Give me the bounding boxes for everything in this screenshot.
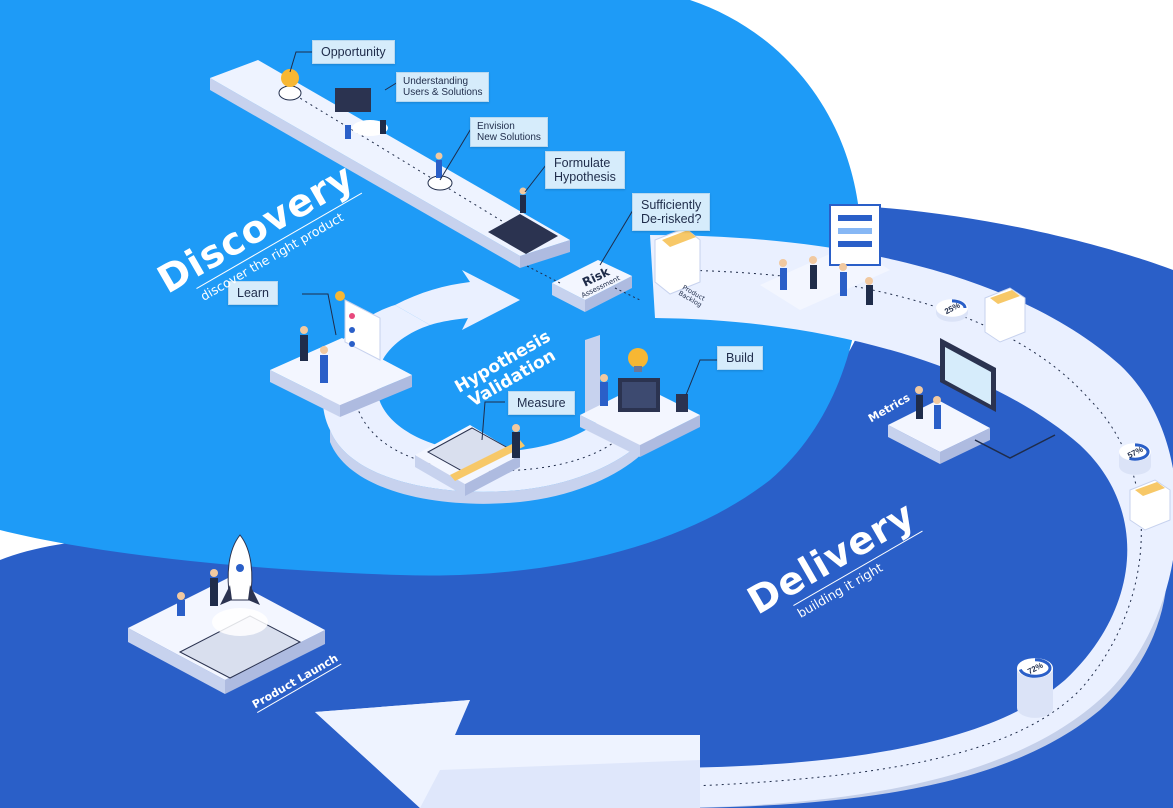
build-platform xyxy=(580,348,700,457)
progress-markers: 25% 57% 72% xyxy=(936,299,1151,718)
delivery-arc xyxy=(469,235,1173,808)
label-learn: Learn xyxy=(228,281,278,305)
metrics-platform xyxy=(888,338,1056,464)
progress-disc-top xyxy=(1017,658,1053,678)
progress-disc: 25% xyxy=(936,299,968,322)
return-arrow xyxy=(315,700,700,808)
understanding-team xyxy=(335,88,388,139)
progress-disc: 57% xyxy=(1119,443,1151,475)
progress-disc: 72% xyxy=(1017,658,1053,718)
delivery-team xyxy=(760,204,890,310)
learn-platform xyxy=(270,299,412,417)
progress-arc xyxy=(951,299,967,309)
lightbulb-icon xyxy=(281,69,299,87)
progress-disc-side xyxy=(1017,668,1053,718)
label-build: Build xyxy=(717,346,763,370)
label-measure: Measure xyxy=(508,391,575,415)
people-figures xyxy=(435,152,527,213)
progress-arc xyxy=(1129,443,1150,461)
callout-lines xyxy=(289,51,717,441)
measure-platform xyxy=(415,424,525,496)
hypothesis-loop xyxy=(322,270,660,504)
product-launch-platform xyxy=(128,534,325,694)
risk-assessment-box xyxy=(524,260,641,312)
lightbulb-icon xyxy=(335,291,345,301)
progress-arc xyxy=(1018,658,1052,678)
discovery-strip xyxy=(210,60,570,268)
label-opportunity: Opportunity xyxy=(312,40,395,64)
paper-stacks xyxy=(984,287,1171,531)
product-backlog xyxy=(654,227,701,295)
